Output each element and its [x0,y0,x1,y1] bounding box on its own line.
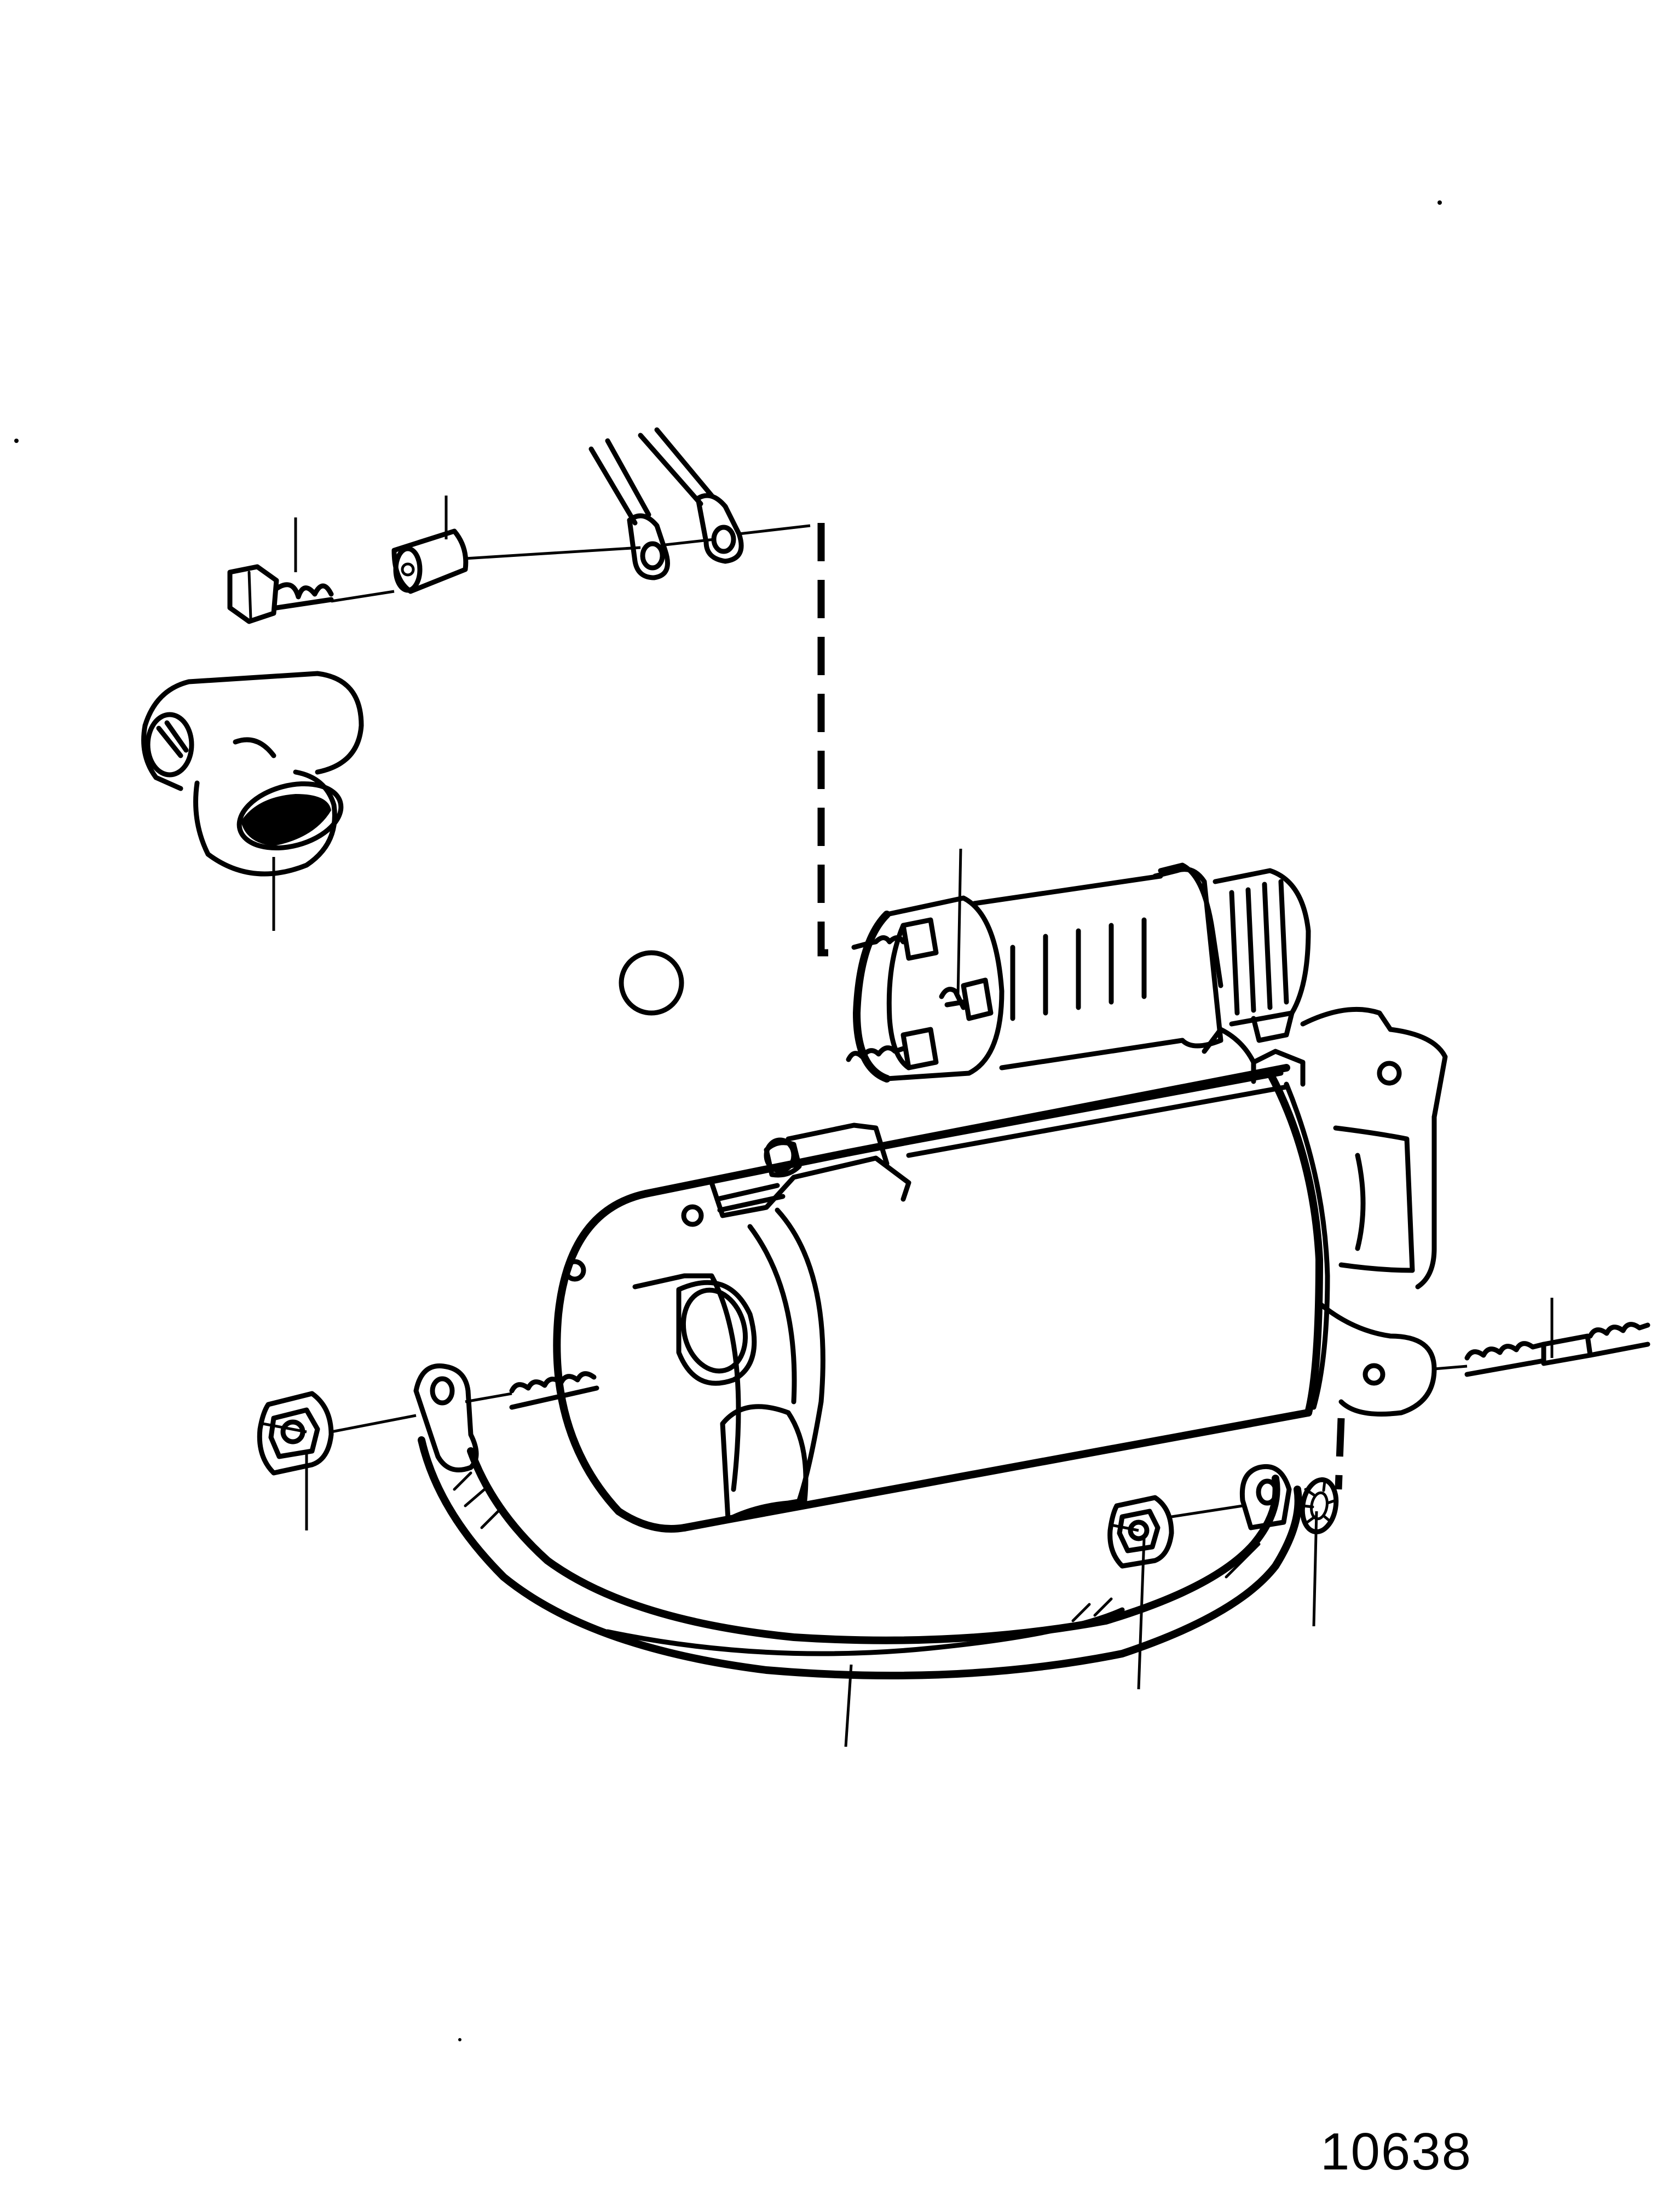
solenoid-terminal-nut-icon [939,977,994,1021]
callout-leaders [262,496,1554,1747]
cable-lug-icon [588,438,670,580]
lock-washer-icon [1300,1477,1339,1535]
end-cap-screw-icon [509,1371,599,1410]
solenoid-terminal-nut-icon [846,1027,939,1070]
starter-motor [553,1006,1448,1533]
solenoid [853,862,1311,1083]
stud-bolt-icon [1464,1322,1650,1377]
diagram-reference-number: 10638 [1320,2122,1472,2181]
flange-nut-icon [257,1391,334,1476]
spacer-sleeve-icon [391,528,469,594]
hex-bolt-icon [227,564,334,624]
flange-nut-icon [1107,1495,1174,1569]
reference-circle [619,950,684,1016]
ground-strap-icon [413,1363,1302,1679]
rubber-boot-icon [141,671,364,877]
solenoid-terminal-nut-icon [851,917,939,961]
